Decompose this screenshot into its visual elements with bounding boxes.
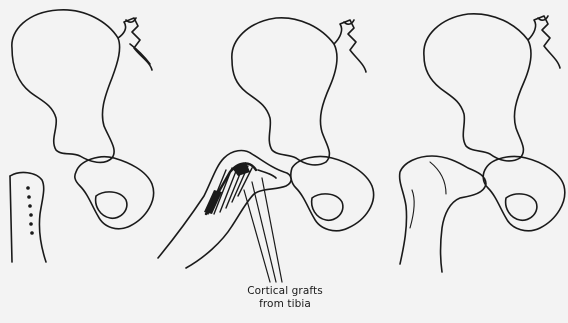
panel-2-graft-pin [258, 170, 276, 178]
panel-3-femur [400, 156, 486, 272]
panel-2-pelvis [232, 18, 337, 165]
panel-1-drill-holes [26, 186, 34, 235]
panel-2-sacrum [334, 20, 366, 72]
panel-3-sacrum [528, 16, 560, 68]
caption-line-2: from tibia [230, 298, 340, 311]
panel-1-sacrum [118, 18, 152, 70]
panel-2-femur [158, 151, 291, 268]
panel-3-result [400, 14, 565, 272]
caption-line-1: Cortical grafts [230, 285, 340, 298]
panel-2-graft [158, 18, 374, 282]
panel-1-pelvis [12, 10, 120, 163]
panel-1-pathology [10, 10, 154, 262]
panel-3-pelvis [424, 14, 531, 161]
panel-1-femur [10, 173, 46, 262]
graft-caption: Cortical grafts from tibia [230, 285, 340, 311]
